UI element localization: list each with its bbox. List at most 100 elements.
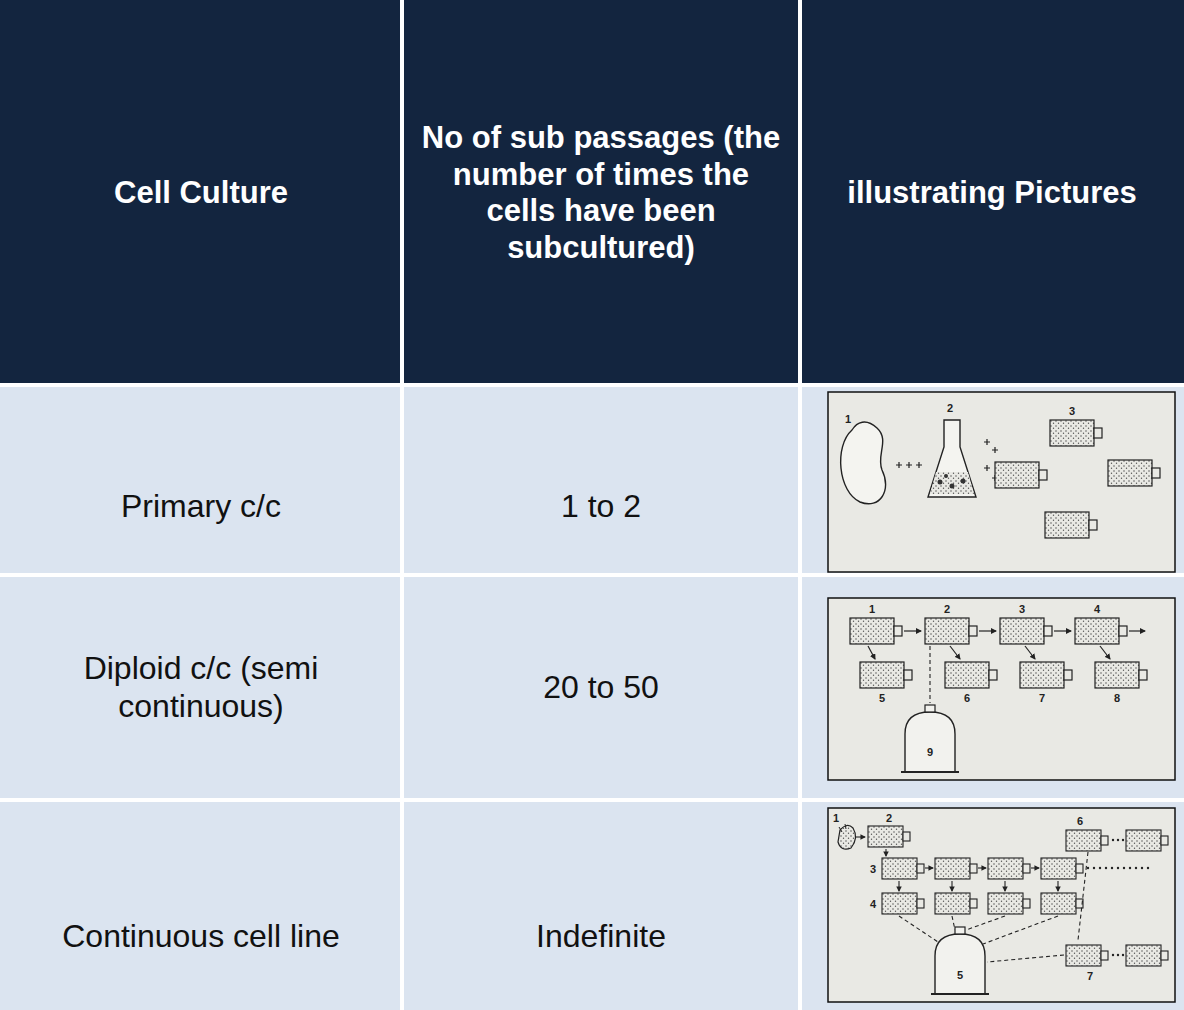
drawing-part <box>966 916 1005 930</box>
callout-number: 2 <box>886 813 892 824</box>
callout-number: 3 <box>1069 406 1075 417</box>
continuation-dot <box>1135 867 1137 869</box>
drawing-part <box>950 484 955 489</box>
drawing-part <box>855 837 1058 891</box>
drawing-part <box>978 867 986 868</box>
drawing-part <box>1078 852 1088 940</box>
drawing-part <box>1057 881 1058 891</box>
drawing-part <box>404 0 798 383</box>
drawing-part <box>899 852 1088 962</box>
continuation-dot <box>1129 867 1131 869</box>
header-row <box>0 0 1184 383</box>
drawing-part <box>802 387 1184 573</box>
callout-number: 4 <box>870 899 876 910</box>
drawing-part <box>1129 630 1145 631</box>
callout-number: 7 <box>1039 693 1045 704</box>
drawing-part <box>1041 858 1083 879</box>
continuation-dot <box>1105 867 1107 869</box>
continuation-dot <box>1087 867 1089 869</box>
drawing-part <box>882 858 924 879</box>
continuation-dot <box>1111 867 1113 869</box>
callout-number: 3 <box>870 864 876 875</box>
drawing-part <box>828 598 1175 780</box>
callout-number: 7 <box>1087 971 1093 982</box>
drawing-part <box>935 893 977 914</box>
diploid-culture-picture <box>828 598 1175 780</box>
drawing-part <box>885 849 886 856</box>
drawing-part <box>1054 630 1071 631</box>
drawing-part <box>802 0 1184 383</box>
continuation-dot <box>1117 867 1119 869</box>
primary-culture-picture <box>828 392 1175 572</box>
drawing-part <box>944 474 948 478</box>
continuation-dot <box>1112 839 1114 841</box>
callout-number: 2 <box>944 604 950 615</box>
callout-number: 1 <box>869 604 875 615</box>
callout-number: 5 <box>957 970 963 981</box>
drawing-part <box>945 662 997 688</box>
drawing-part <box>1108 460 1160 486</box>
drawing-part <box>828 808 1175 1002</box>
drawing-part <box>0 577 400 798</box>
drawing-part <box>1000 618 1052 644</box>
callout-number: 5 <box>879 693 885 704</box>
continuation-dot <box>1122 839 1124 841</box>
table-cell: Continuous cell line <box>11 918 391 956</box>
drawing-part <box>882 893 924 914</box>
drawing-part <box>898 881 899 891</box>
drawing-part <box>1095 662 1147 688</box>
drawing-part <box>0 802 400 1010</box>
drawing-part <box>855 836 865 837</box>
drawing-part <box>896 462 922 468</box>
drawing-part <box>938 480 943 485</box>
callout-number: 6 <box>1077 816 1083 827</box>
callout-number: 6 <box>964 693 970 704</box>
drawing-part <box>1087 839 1149 956</box>
drawing-part <box>841 422 886 504</box>
continuation-dot <box>1147 867 1149 869</box>
drawing-part <box>1020 662 1072 688</box>
drawing-part <box>1025 646 1035 659</box>
table-cell: Indefinite <box>411 918 791 956</box>
table-cell: Diploid c/c (semi continuous) <box>51 650 351 726</box>
drawing-part <box>995 462 1047 488</box>
drawing-part <box>901 705 959 772</box>
drawing-part <box>1045 512 1097 538</box>
drawing-part <box>979 630 996 631</box>
header-cell: Cell Culture <box>21 175 381 212</box>
drawing-part <box>899 916 938 942</box>
drawing-part <box>988 858 1030 879</box>
drawing-part <box>983 916 1058 944</box>
drawing-part <box>404 802 798 1010</box>
callout-number: 8 <box>1114 693 1120 704</box>
drawing-part <box>988 893 1030 914</box>
drawing-part <box>404 387 798 573</box>
callout-number: 3 <box>1019 604 1025 615</box>
table-cell: 20 to 50 <box>411 669 791 707</box>
drawing-part <box>0 387 400 573</box>
drawing-part <box>828 392 1175 572</box>
callout-number: 1 <box>833 813 839 824</box>
drawing-part <box>935 858 977 879</box>
table-cell: Primary c/c <box>11 488 391 526</box>
drawing-part <box>802 802 1184 1010</box>
drawing-part <box>925 618 977 644</box>
continuation-dot <box>1123 867 1125 869</box>
drawing-part <box>961 479 966 484</box>
drawing-part <box>1075 618 1127 644</box>
drawing-part <box>0 0 400 383</box>
drawing-part <box>929 646 930 703</box>
continuation-dot <box>1112 954 1114 956</box>
drawing-part <box>896 462 922 468</box>
drawing-part <box>987 955 1064 962</box>
drawing-part <box>904 630 921 631</box>
drawing-part <box>868 826 910 847</box>
drawing-part <box>404 577 798 798</box>
callout-number: 9 <box>927 747 933 758</box>
drawing-part <box>928 420 976 497</box>
drawing-part <box>868 631 1145 659</box>
drawing-part <box>850 618 902 644</box>
drawing-part <box>925 867 933 868</box>
drawing-part <box>860 662 912 688</box>
drawing-part <box>1031 867 1039 868</box>
